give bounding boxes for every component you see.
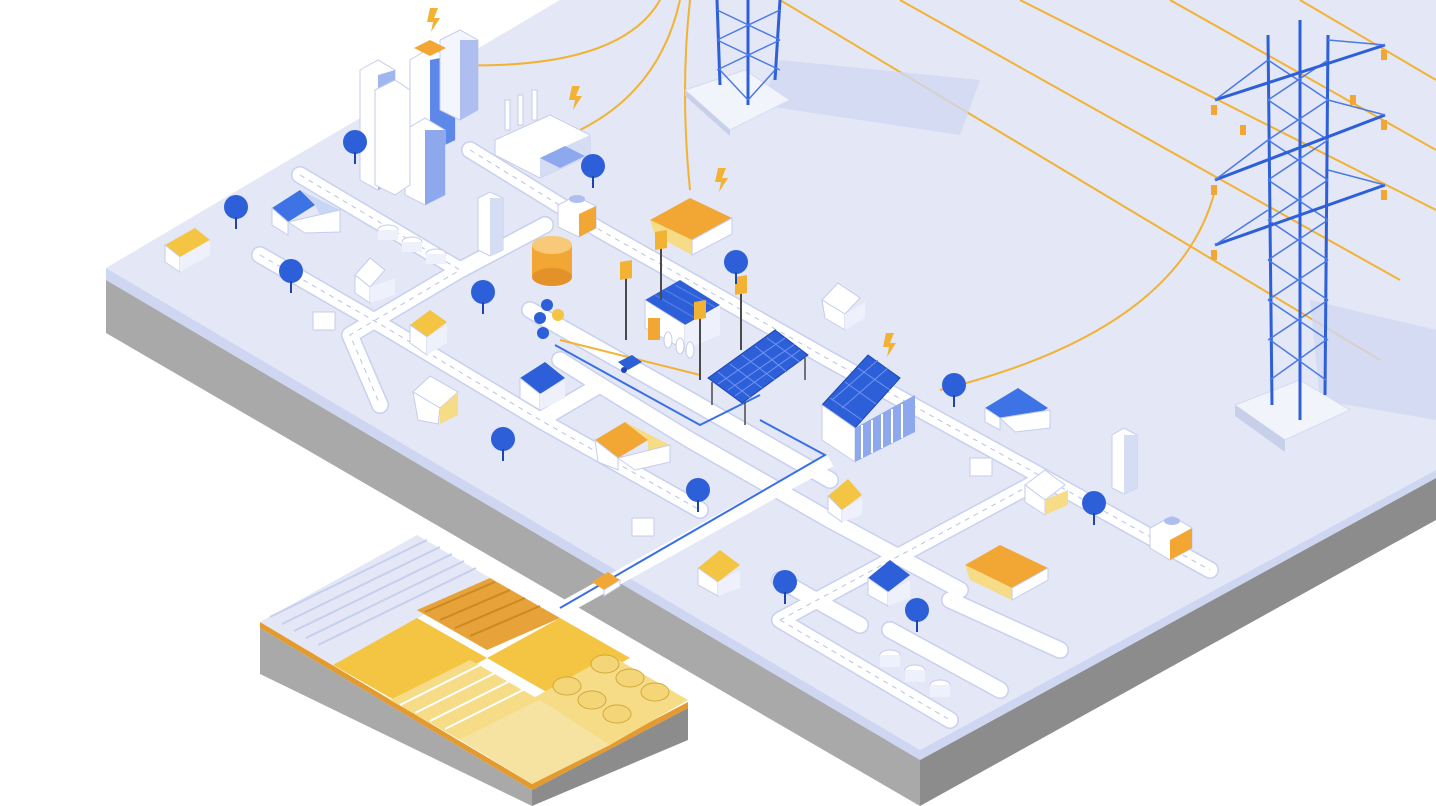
barn-icon [965,545,1049,601]
tree-icon [581,154,605,188]
tree-icon [686,478,710,512]
tree-icon [343,130,367,164]
solar-panel-icon [707,329,809,425]
tree-icon [942,373,966,407]
tree-icon [279,259,303,293]
office-building-icon [557,195,597,238]
house-icon [271,190,341,236]
farm-field-hay [530,655,688,745]
wind-turbine-icon [735,275,747,350]
tree-icon [224,195,248,229]
farm-side-right [532,708,688,806]
house-icon [827,479,862,523]
smart-meter-icons [534,299,564,339]
storage-tank-icon [377,224,447,264]
power-lines [454,0,1436,391]
tree-icon [905,598,929,632]
transmission-tower-icon [684,0,791,136]
house-icon [409,310,447,356]
tree-icon [491,427,515,461]
farm-field-stripes [390,660,540,740]
house-icon [412,375,459,425]
tree-icon [1082,491,1106,525]
solar-warehouse-icon [821,354,915,463]
apartment-building-icon [1111,427,1138,495]
ground-side-left [106,280,920,806]
farm-slab [260,535,688,806]
wind-turbine-icon [694,300,706,380]
transmission-tower-icon [1211,20,1387,452]
skyscraper-icon [359,29,479,206]
utility-box-icon [631,517,655,537]
apartment-building-icon [477,191,504,257]
wind-turbine-icon [655,230,667,300]
factory-icon [494,89,591,179]
farm-field-pale [460,700,610,784]
truck-icon [592,572,621,597]
vehicle-icon [618,355,642,373]
farm-side-left [260,628,532,806]
farm-field-wheat-left [333,618,487,705]
ground-side-right [920,478,1436,806]
farm-field-wheat-right [487,618,630,698]
barn-icon [650,198,733,256]
house-icon [1024,469,1068,516]
house-icon [594,422,671,471]
tower-shadows [760,60,1436,420]
hay-bale-icon [552,654,670,724]
house-icon [354,257,395,304]
lightning-bolt-icon [427,8,440,32]
house-icon [984,388,1051,433]
house-icon [164,228,210,273]
wind-turbine-icon [620,260,632,340]
lightning-bolt-icon [715,168,728,192]
lightning-bolt-icon [569,86,582,110]
tree-icon [773,570,797,604]
house-icon [519,362,565,411]
fuel-tank-icon [532,236,572,286]
ground-edge-right [920,470,1436,760]
house-icon [821,282,865,331]
house-icon [697,550,740,597]
storage-tank-icon [879,649,951,697]
lightning-bolt-icon [883,333,896,357]
office-building-icon [1149,515,1193,561]
tree-icon [471,280,495,314]
utility-box-icon [969,457,993,477]
tree-icon [724,250,748,284]
house-icon [867,560,910,607]
utility-box-icon [312,311,336,331]
ground-edge-light [106,268,920,760]
